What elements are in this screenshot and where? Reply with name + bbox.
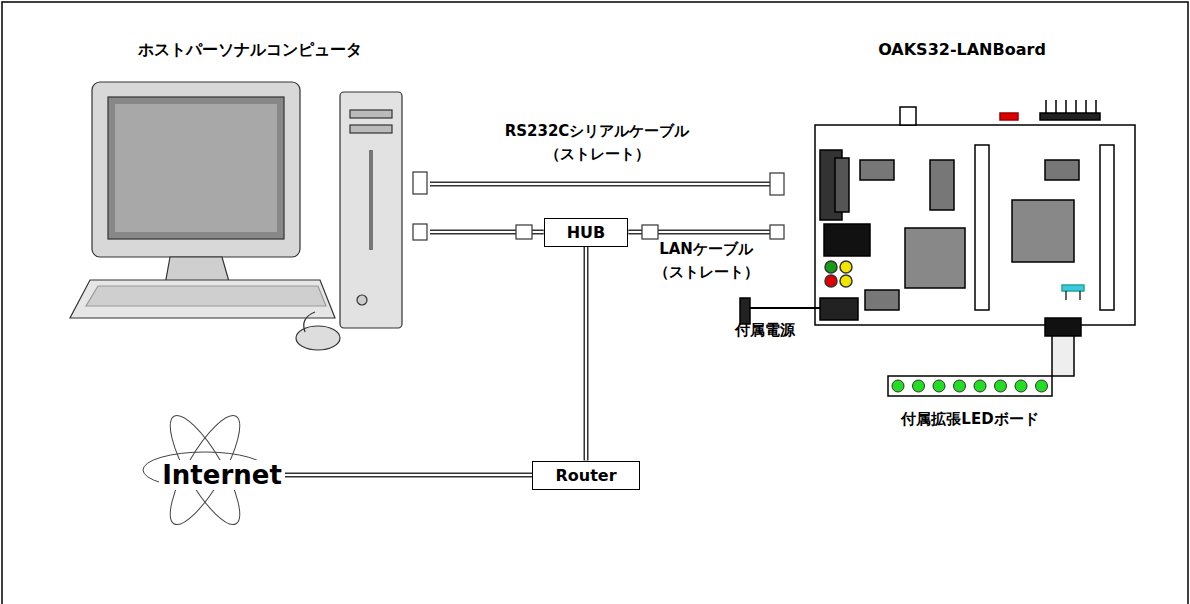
cable-label: LANケーブル （ストレート） [654,238,759,284]
internet-cloud: Internet [159,460,285,490]
cable-inner [285,474,533,476]
hub-box: HUB [544,218,629,247]
node-label: Internet [159,460,285,490]
led [1036,380,1048,392]
led [933,380,945,392]
led [913,380,925,392]
cable-outer [285,473,533,478]
host-pc: ホストパーソナルコンピュータ [70,40,430,358]
led [954,380,966,392]
cable-inner [430,183,784,185]
pc-illustration [70,82,402,350]
cable-label: RS232Cシリアルケーブル （ストレート） [505,120,690,166]
cable-inner [585,247,587,461]
led-row [892,380,1048,392]
cable [285,475,533,476]
led [892,380,904,392]
router-box: Router [532,461,639,490]
led [995,380,1007,392]
cable-outer [430,182,784,187]
led [974,380,986,392]
led [1015,380,1027,392]
node-heading: OAKS32-LANBoard [784,40,1140,59]
lan-board: OAKS32-LANBoard [784,40,1140,330]
part-label: 付属拡張LEDボード [901,408,1038,431]
cable [586,247,587,461]
node-heading: ホストパーソナルコンピュータ [70,40,430,61]
cable [430,184,784,185]
part-label: 付属電源 [735,319,795,342]
cable-outer [584,247,589,461]
node-label: Router [555,466,616,485]
node-label: HUB [567,223,606,242]
board-illustration [740,100,1135,396]
